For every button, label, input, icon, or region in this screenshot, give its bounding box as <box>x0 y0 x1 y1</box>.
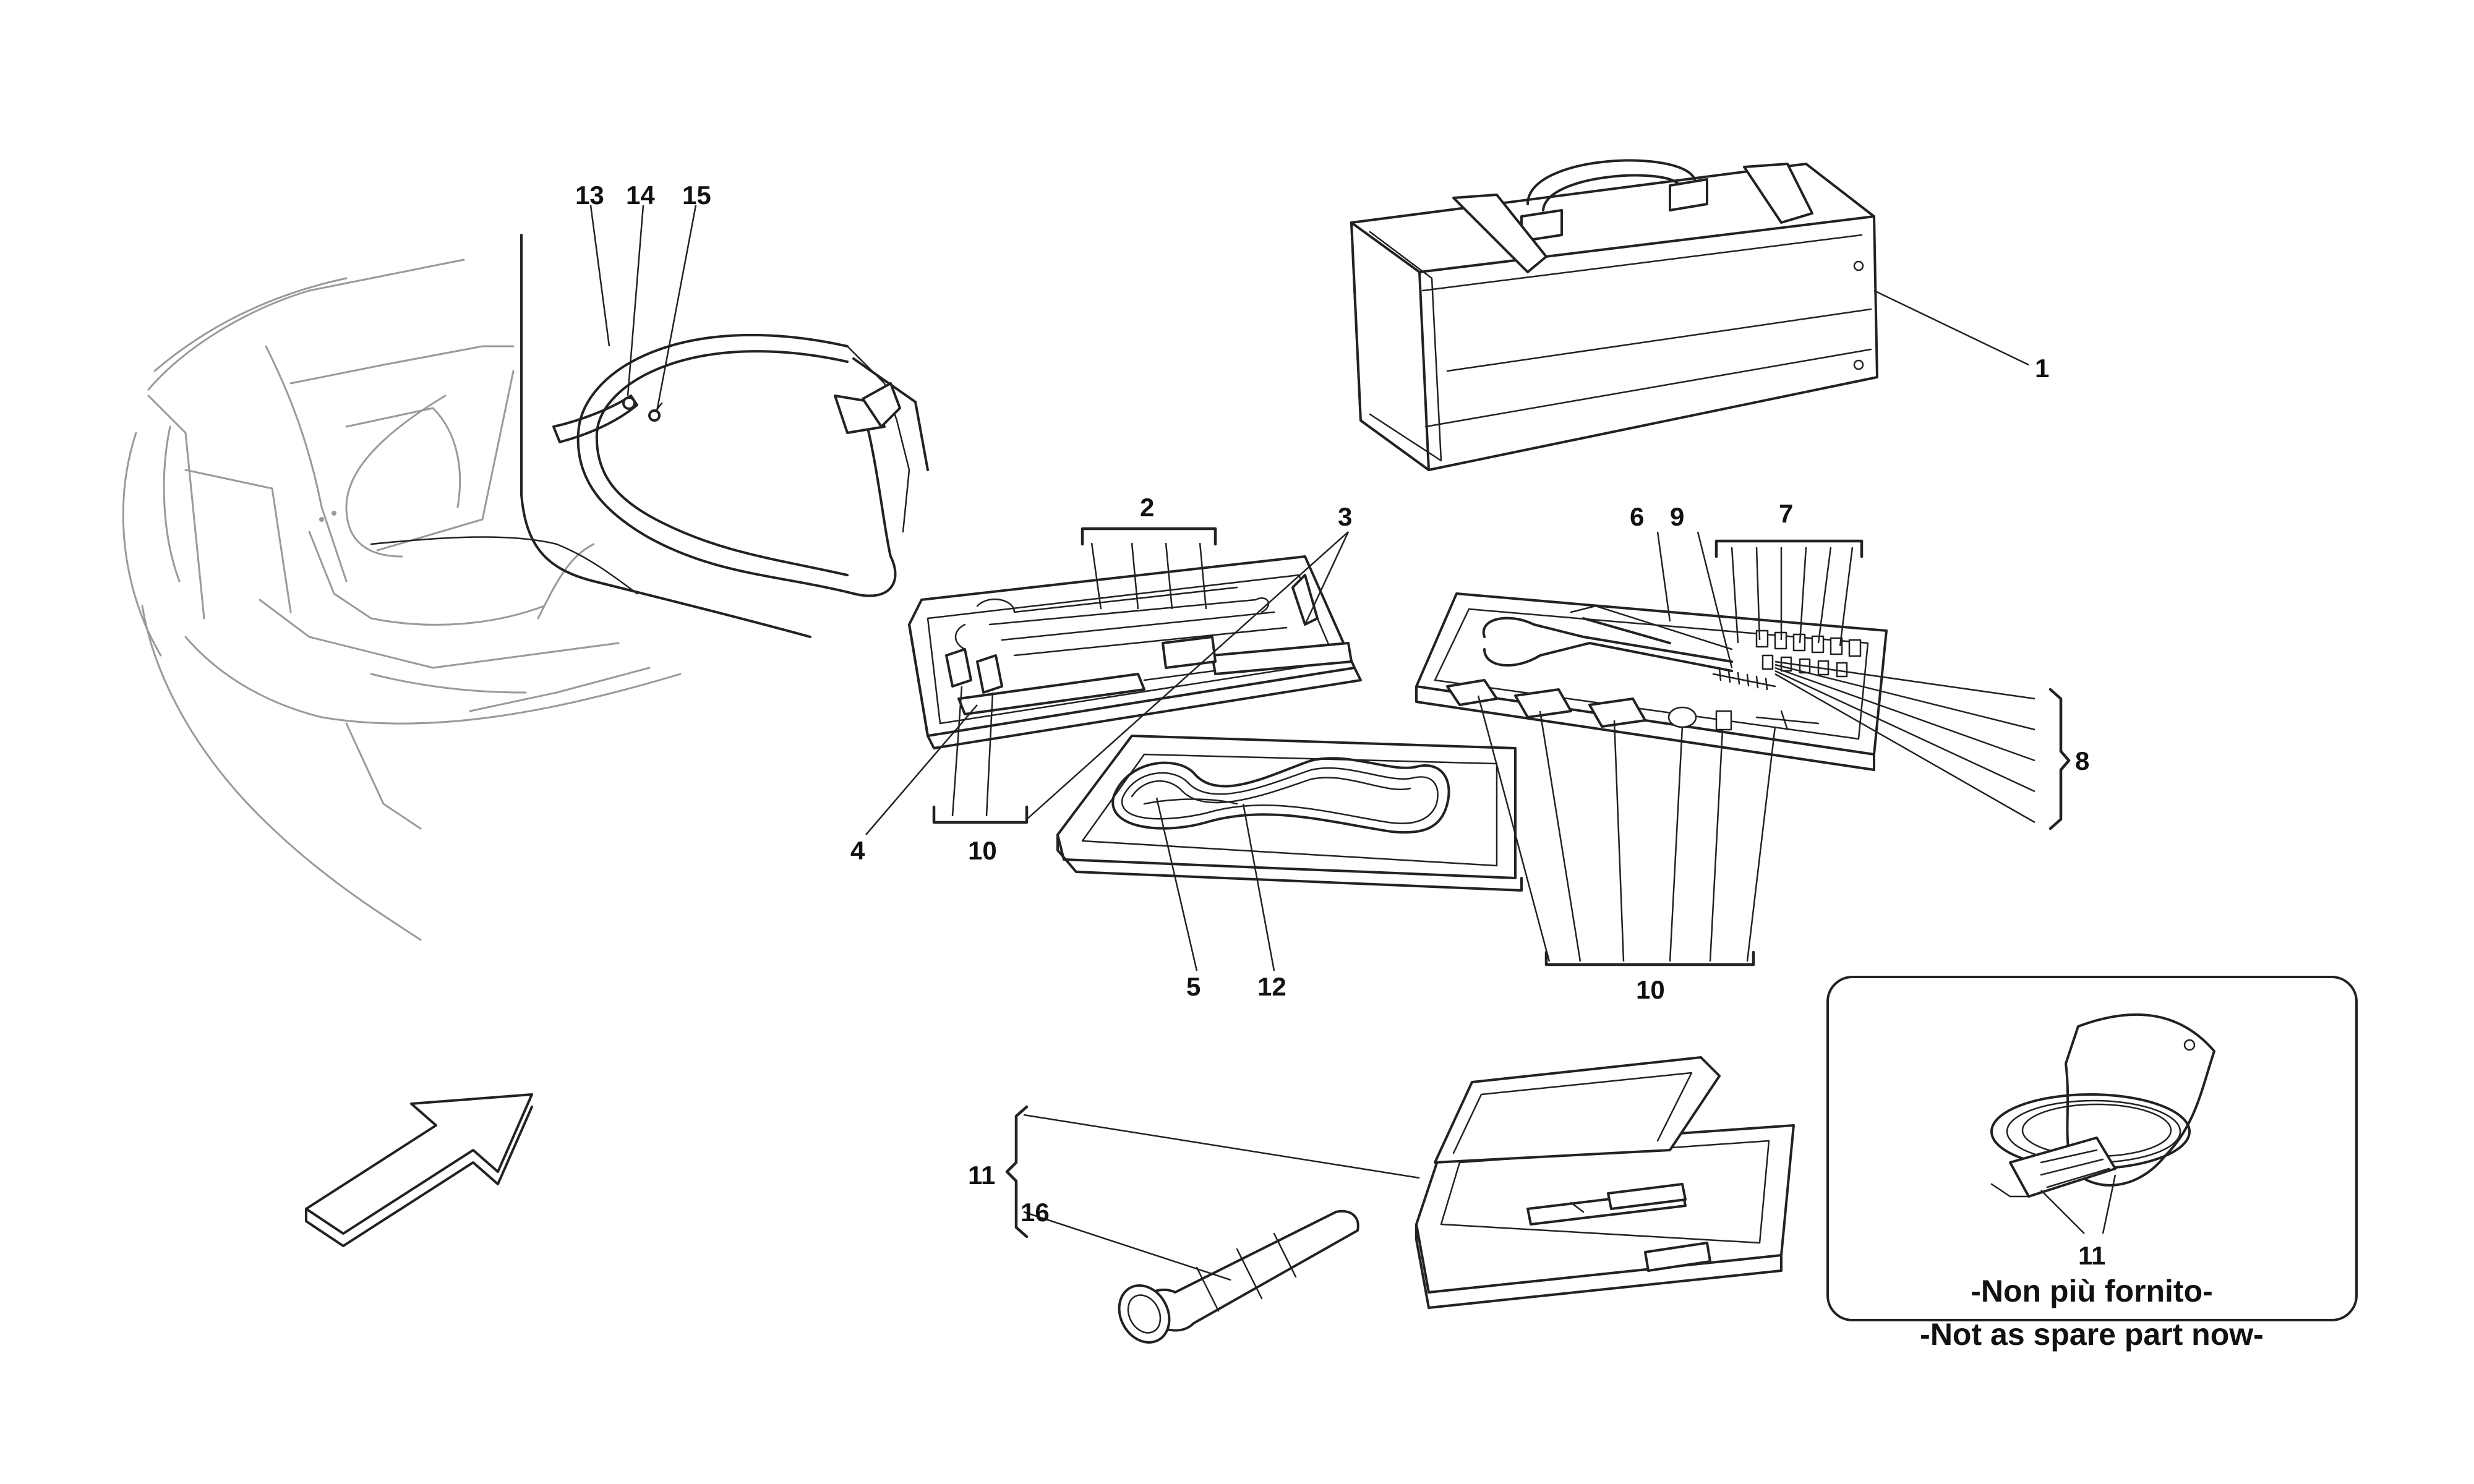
callout-7: 7 <box>1779 499 1793 528</box>
pliers-socket-tray <box>1415 592 1888 771</box>
retaining-strap <box>552 333 929 597</box>
trunk-lid-inner <box>370 536 638 595</box>
callout-12: 12 <box>1257 972 1286 1001</box>
tool-bag <box>1350 159 1878 471</box>
callout-10-left: 10 <box>968 836 997 865</box>
callout-2: 2 <box>1140 493 1154 522</box>
callout-16: 16 <box>1021 1198 1050 1227</box>
torch <box>1118 1209 1359 1344</box>
callout-1: 1 <box>2035 354 2049 383</box>
direction-arrow-icon <box>305 1093 533 1235</box>
callout-3: 3 <box>1338 502 1352 531</box>
callout-15: 15 <box>682 181 711 210</box>
callout-11-left: 11 <box>968 1161 995 1190</box>
callout-13: 13 <box>575 181 604 210</box>
obsolete-parts-inset <box>1826 976 2358 1321</box>
bracket-10-left <box>932 805 1029 824</box>
bracket-11 <box>1005 1105 1029 1239</box>
callout-5: 5 <box>1186 972 1201 1001</box>
bracket-7 <box>1714 539 1864 558</box>
notice-line-italian: -Non più fornito- <box>1971 1274 2213 1308</box>
cable-pouch <box>1990 1013 2215 1198</box>
bracket-10-right <box>1544 950 1755 966</box>
callout-10-right: 10 <box>1636 975 1665 1004</box>
battery-case <box>1415 1056 1795 1309</box>
car-trunk-outline <box>122 258 682 941</box>
wrench-tray <box>908 555 1362 749</box>
callout-8: 8 <box>2075 746 2089 775</box>
notice-line-english: -Not as spare part now- <box>1920 1317 2264 1352</box>
callout-14: 14 <box>626 181 655 210</box>
bracket-8 <box>2048 688 2071 830</box>
belt-tray <box>1056 735 1523 892</box>
trunk-lid-edge <box>520 234 811 638</box>
callout-4: 4 <box>850 836 865 865</box>
bracket-2 <box>1081 527 1217 546</box>
callout-11-inset: 11 <box>2078 1241 2105 1270</box>
callout-6: 6 <box>1630 502 1644 531</box>
callout-9: 9 <box>1670 502 1684 531</box>
direction-arrow-shadow <box>305 1106 533 1247</box>
